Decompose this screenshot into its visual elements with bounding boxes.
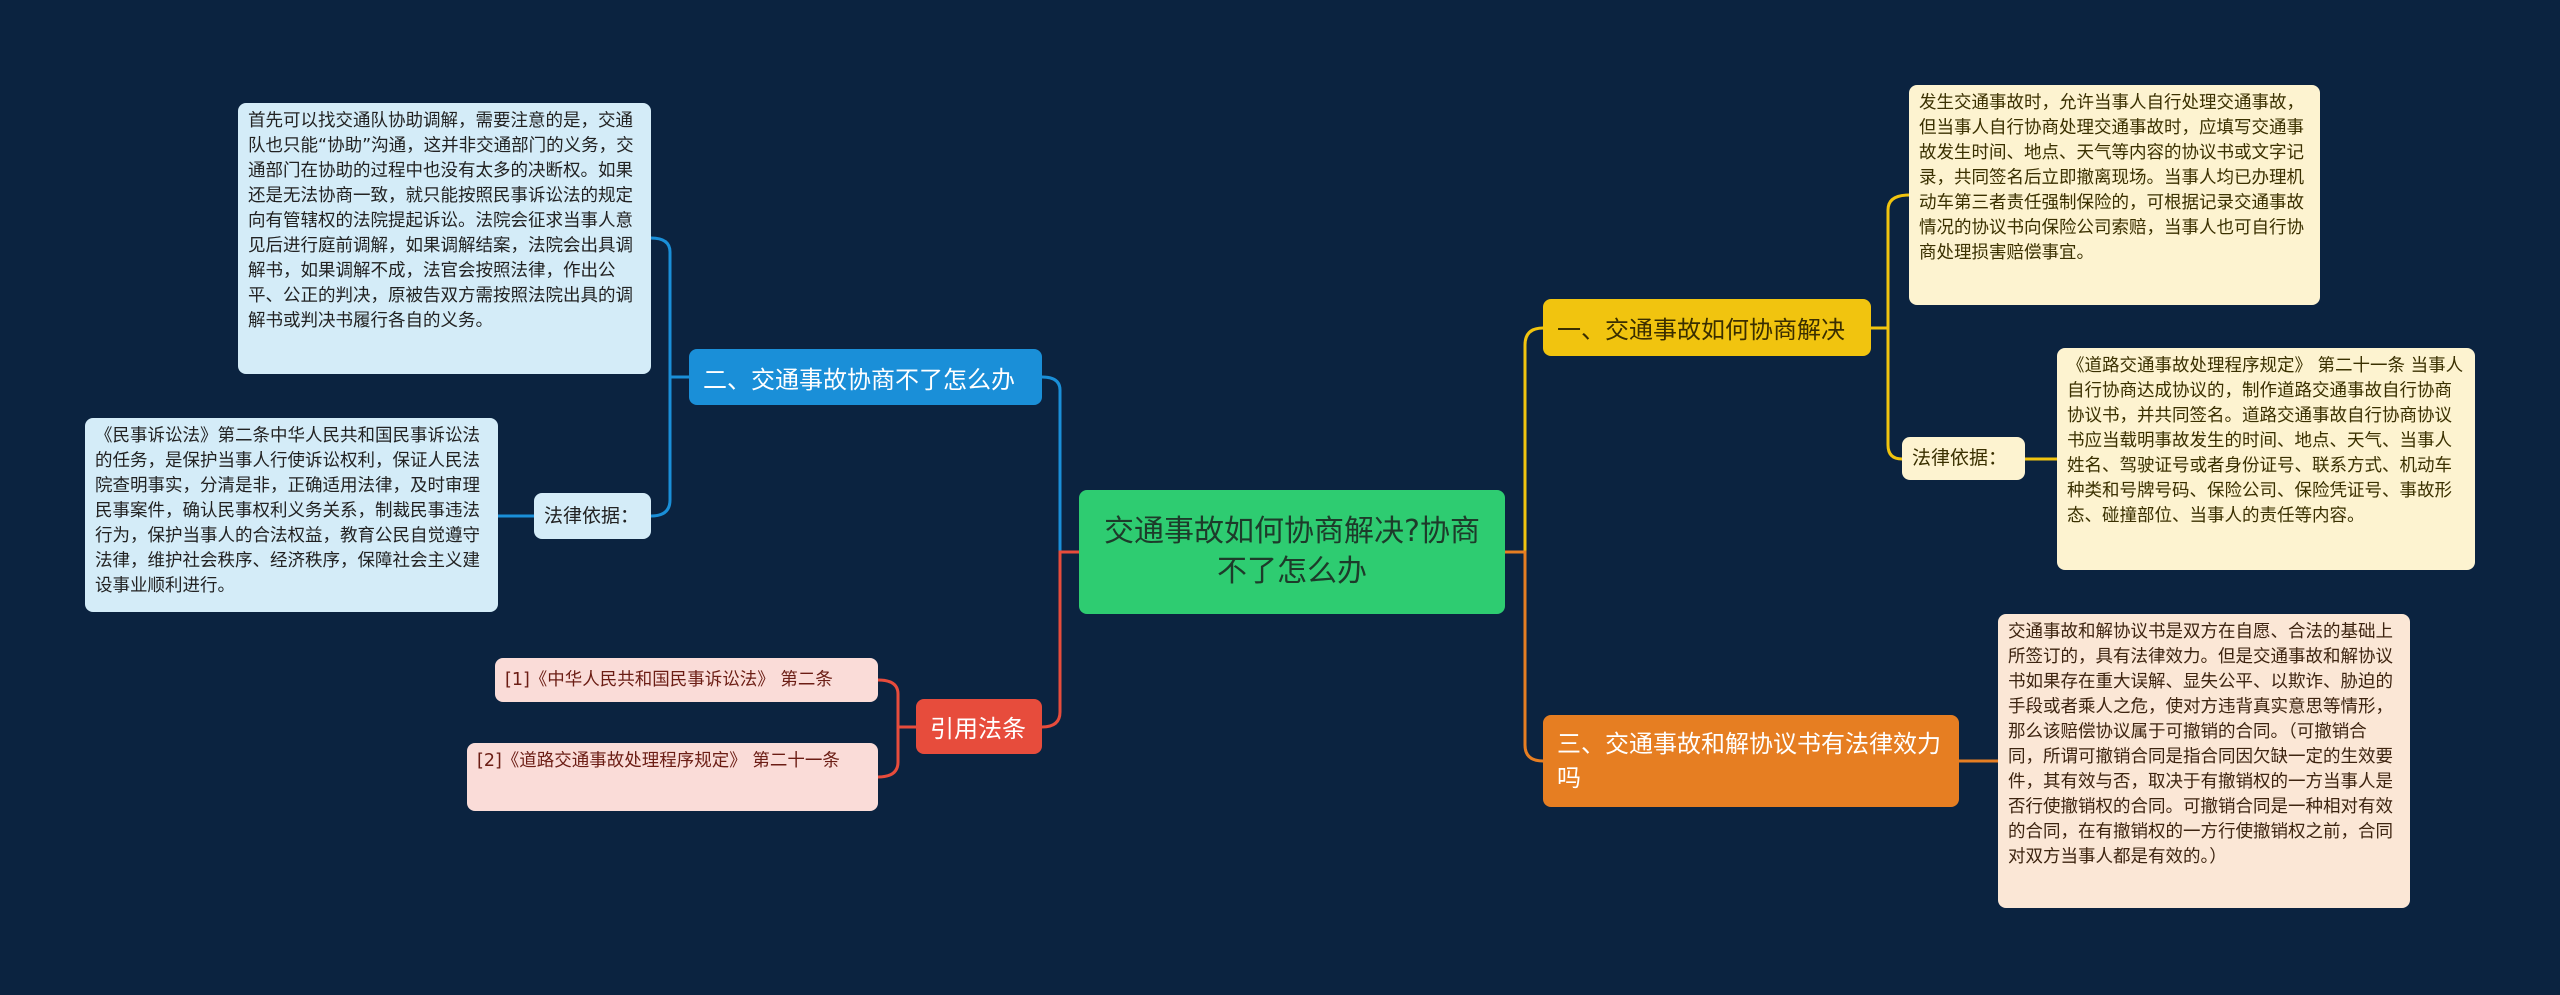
branch-how-negotiate[interactable]: 一、交通事故如何协商解决 — [1543, 299, 1871, 356]
reference-text: [2]《道路交通事故处理程序规定》 第二十一条 — [477, 751, 840, 771]
note-text: 《道路交通事故处理程序规定》 第二十一条 当事人自行协商达成协议的，制作道路交通… — [2067, 356, 2464, 526]
note-text: 交通事故和解协议书是双方在自愿、合法的基础上所签订的，具有法律效力。但是交通事故… — [2008, 622, 2393, 867]
note-agreement-validity[interactable]: 交通事故和解协议书是双方在自愿、合法的基础上所签订的，具有法律效力。但是交通事故… — [1998, 614, 2410, 908]
branch-agreement-validity[interactable]: 三、交通事故和解协议书有法律效力吗 — [1543, 715, 1959, 807]
reference-item[interactable]: [2]《道路交通事故处理程序规定》 第二十一条 — [467, 743, 878, 811]
law-text-right[interactable]: 《道路交通事故处理程序规定》 第二十一条 当事人自行协商达成协议的，制作道路交通… — [2057, 348, 2475, 570]
branch-label: 二、交通事故协商不了怎么办 — [703, 365, 1015, 394]
reference-item[interactable]: [1]《中华人民共和国民事诉讼法》 第二条 — [495, 658, 878, 702]
law-basis-label: 法律依据： — [544, 504, 640, 527]
note-text: 首先可以找交通队协助调解，需要注意的是，交通队也只能“协助”沟通，这并非交通部门… — [248, 111, 634, 331]
law-basis-left[interactable]: 法律依据： — [534, 493, 651, 539]
branch-references[interactable]: 引用法条 — [916, 699, 1042, 754]
branch-label: 引用法条 — [930, 715, 1026, 743]
law-text-left[interactable]: 《民事诉讼法》第二条中华人民共和国民事诉讼法的任务，是保护当事人行使诉讼权利，保… — [85, 418, 498, 612]
note-text: 《民事诉讼法》第二条中华人民共和国民事诉讼法的任务，是保护当事人行使诉讼权利，保… — [95, 426, 480, 596]
branch-label: 一、交通事故如何协商解决 — [1557, 316, 1845, 344]
branch-label: 三、交通事故和解协议书有法律效力吗 — [1557, 730, 1941, 792]
law-basis-right[interactable]: 法律依据： — [1902, 437, 2025, 480]
note-how-negotiate[interactable]: 发生交通事故时，允许当事人自行处理交通事故，但当事人自行协商处理交通事故时，应填… — [1909, 85, 2320, 305]
law-basis-label: 法律依据： — [1912, 447, 2008, 469]
reference-text: [1]《中华人民共和国民事诉讼法》 第二条 — [505, 669, 833, 690]
branch-negotiation-failed[interactable]: 二、交通事故协商不了怎么办 — [689, 349, 1042, 405]
note-text: 发生交通事故时，允许当事人自行处理交通事故，但当事人自行协商处理交通事故时，应填… — [1919, 93, 2304, 263]
central-topic[interactable]: 交通事故如何协商解决?协商不了怎么办 — [1079, 490, 1505, 614]
note-negotiation-failed[interactable]: 首先可以找交通队协助调解，需要注意的是，交通队也只能“协助”沟通，这并非交通部门… — [238, 103, 651, 374]
central-topic-label: 交通事故如何协商解决?协商不了怎么办 — [1104, 514, 1480, 589]
